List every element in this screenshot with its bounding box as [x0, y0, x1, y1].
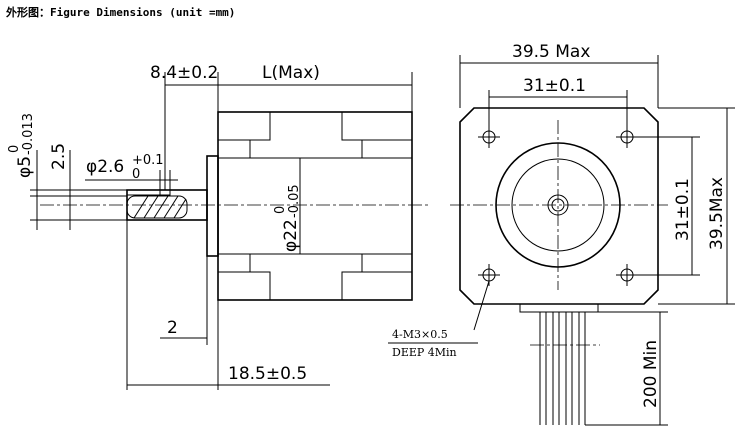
motor-face-outline [459, 107, 659, 305]
end-cap-step [341, 112, 412, 141]
side-view: φ5 0 -0.013 2.5 φ2.6 +0.1 0 8.4±0.2 L(Ma… [7, 63, 430, 390]
shaft-dia-label: φ5 0 -0.013 [7, 113, 36, 178]
body-len-text: L(Max) [262, 63, 320, 83]
flat-depth-label: 2.5 [49, 143, 69, 170]
lead-connector [519, 303, 599, 313]
boss-dia-tol-upper: 0 [273, 206, 288, 214]
flat-dia-tol-upper: +0.1 [132, 153, 164, 168]
flat-dia-text: φ2.6 [86, 157, 124, 177]
shaft-len-text: 8.4±0.2 [150, 63, 218, 83]
stator-edge [361, 253, 412, 272]
height-text: 39.5Max [707, 177, 727, 250]
hatch-lines [133, 195, 187, 219]
mounting-boss [206, 155, 219, 257]
end-cap-step [218, 271, 271, 300]
shaft-dia-text: φ5 [15, 156, 35, 178]
flat-dia-tol-lower: 0 [132, 167, 140, 182]
boss-dia-tol-lower: -0.05 [287, 184, 302, 218]
shaft-dia-tol-upper: 0 [7, 145, 22, 153]
boss-height-text: 2 [167, 318, 178, 338]
hole-spacing-h-text: 31±0.1 [523, 76, 586, 96]
stator-edge [218, 140, 251, 159]
shaft-dia-tol-lower: -0.013 [21, 113, 36, 155]
lead-length-label: 200 Min [641, 340, 661, 408]
lead-wires [539, 312, 586, 425]
height-label: 39.5Max [707, 177, 727, 250]
shaft-flat-section [126, 195, 188, 219]
end-cap-step [218, 112, 271, 141]
boss-inner-circle [511, 158, 605, 252]
thread-leader [473, 280, 490, 331]
width-text: 39.5 Max [512, 42, 590, 62]
boss-dia-text: φ22 [281, 219, 301, 252]
stator-edge [361, 140, 412, 159]
total-len-text: 18.5±0.5 [228, 364, 307, 384]
thread-spec-text: 4-M3×0.5 [392, 328, 448, 341]
flat-depth-text: 2.5 [49, 143, 69, 170]
end-cap-step [341, 271, 412, 300]
boss-dia-label: φ22 0 -0.05 [273, 184, 302, 252]
hole-spacing-v-text: 31±0.1 [673, 178, 693, 241]
figure-title: 外形图：Figure Dimensions (unit =mm) [6, 6, 236, 19]
thread-depth-text: DEEP 4Min [392, 346, 457, 359]
lead-length-text: 200 Min [641, 340, 661, 408]
front-view: 39.5 Max 31±0.1 31±0.1 39.5Max 4-M3×0.5 … [388, 42, 735, 426]
stator-edge [218, 253, 251, 272]
hole-spacing-v-label: 31±0.1 [673, 178, 693, 241]
